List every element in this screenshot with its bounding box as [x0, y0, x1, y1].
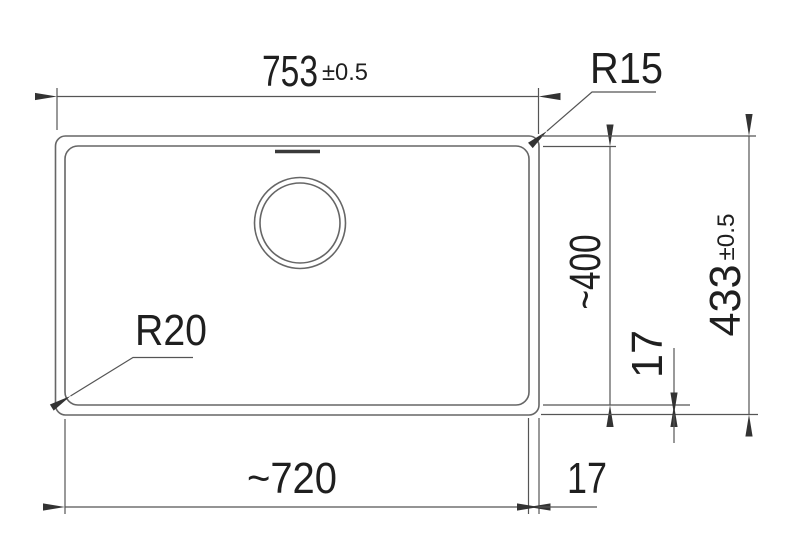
drain-inner-circle: [259, 182, 341, 264]
label-bowl-width: ~720: [247, 454, 337, 503]
dimension-text-group: 753±0.5 R15 R20 ~400 433±0.5 17 ~720 17: [135, 44, 750, 503]
outer-rim-outline: [54, 135, 540, 416]
label-radius-outer-corner: R15: [590, 44, 663, 93]
label-overall-depth: 433±0.5: [701, 214, 750, 337]
leader-line-r15: [528, 91, 656, 149]
label-radius-bowl-corner: R20: [135, 306, 207, 355]
dimension-lines-group: [35, 88, 758, 514]
leader-line-r20: [49, 356, 193, 411]
sink-outline-group: [54, 135, 540, 416]
label-offset-bottom: 17: [623, 330, 672, 378]
bowl-outline: [64, 145, 530, 406]
label-offset-right: 17: [567, 454, 607, 503]
label-overall-width: 753±0.5: [262, 47, 368, 96]
drain-outer-circle: [253, 176, 347, 270]
label-bowl-depth: ~400: [561, 235, 610, 310]
